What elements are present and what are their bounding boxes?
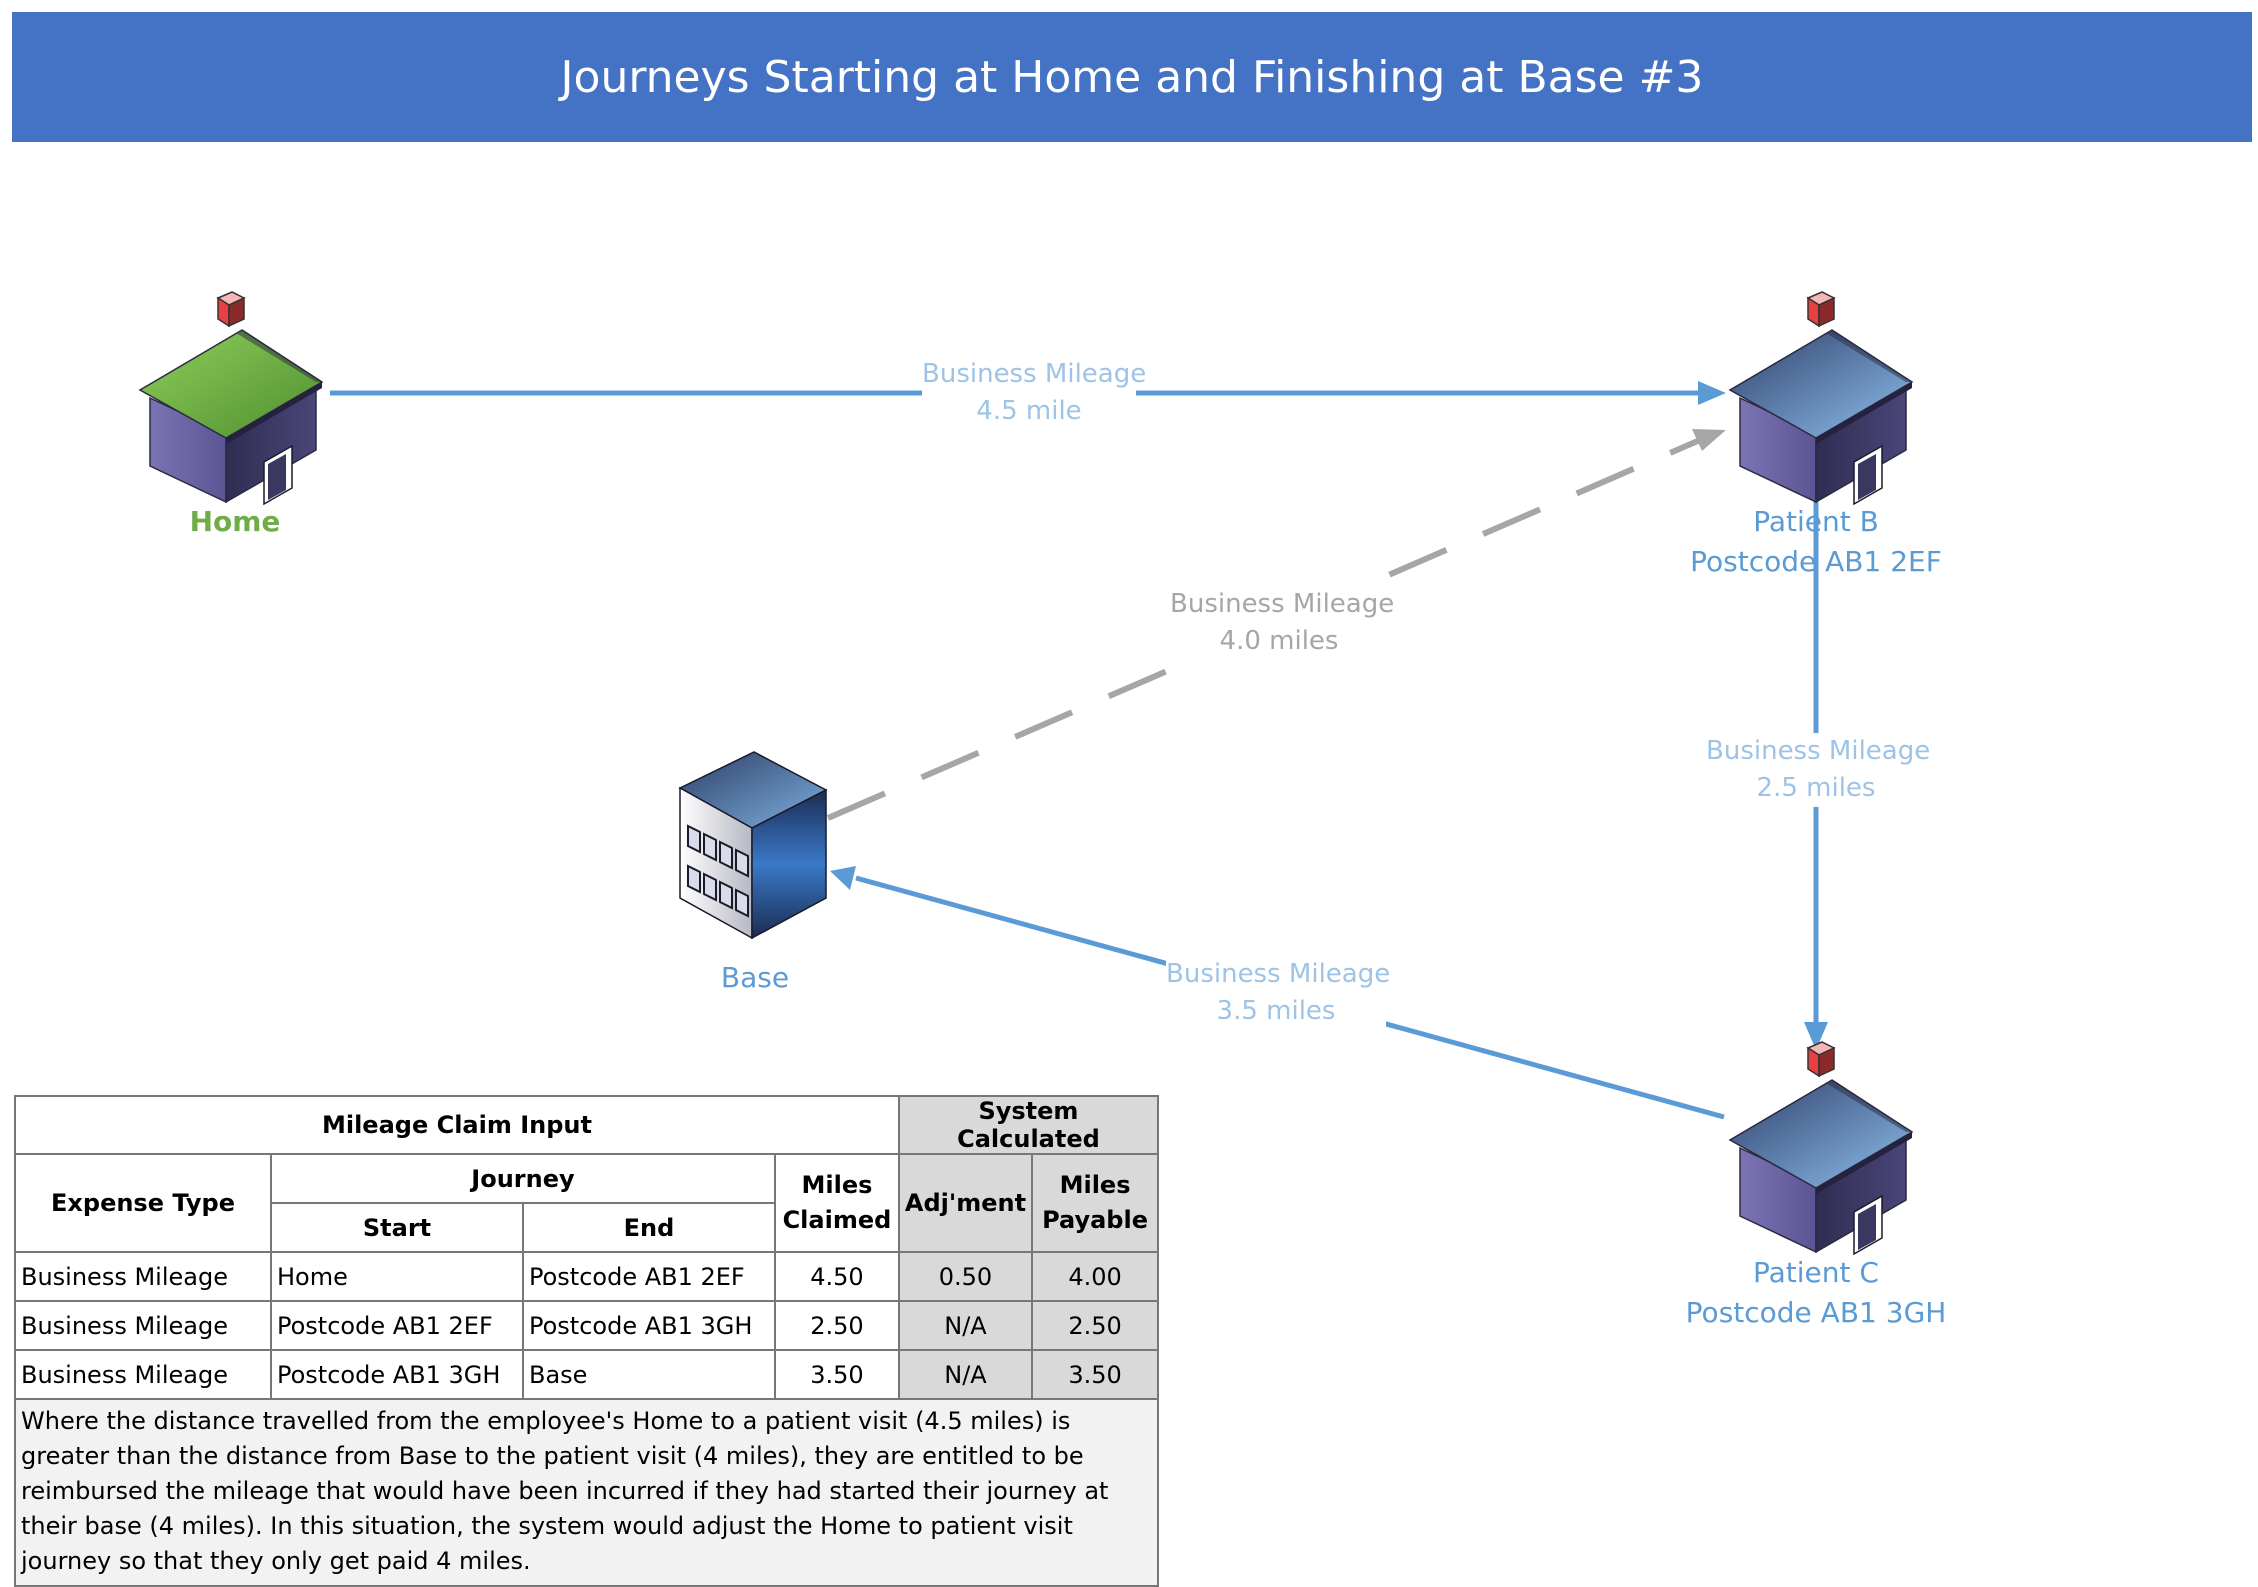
title-banner: Journeys Starting at Home and Finishing … <box>12 12 2252 142</box>
table-row: Business Mileage Postcode AB1 3GH Base 3… <box>14 1349 1159 1400</box>
group-header-input: Mileage Claim Input <box>14 1095 900 1155</box>
table-header-row-2: Start End <box>15 1202 1158 1253</box>
header-miles-payable-line2: Payable <box>1042 1206 1148 1234</box>
edge-label-home-to-b: Business Mileage 4.5 mile <box>922 356 1147 430</box>
cell-miles-claimed: 4.50 <box>773 1251 900 1302</box>
header-journey: Journey <box>270 1153 776 1204</box>
patient-c-house-icon <box>1729 1041 1913 1255</box>
edge-label-c-to-base-line2: 3.5 miles <box>1216 996 1336 1026</box>
edge-label-c-to-base-line1: Business Mileage <box>1166 959 1391 989</box>
patient-b-label: Patient B Postcode AB1 2EF <box>1666 502 1966 582</box>
patient-c-postcode: Postcode AB1 3GH <box>1685 1296 1947 1329</box>
base-label-text: Base <box>720 961 790 994</box>
cell-miles-payable: 2.50 <box>1031 1300 1159 1351</box>
cell-end: Postcode AB1 3GH <box>521 1300 776 1351</box>
edge-label-home-to-b-line1: Business Mileage <box>922 359 1147 389</box>
edge-label-home-to-b-line2: 4.5 mile <box>976 396 1082 426</box>
office-building-icon <box>678 751 828 940</box>
cell-start: Postcode AB1 3GH <box>270 1349 524 1400</box>
cell-adjment: N/A <box>897 1349 1034 1400</box>
base-label: Base <box>680 958 830 998</box>
cell-miles-claimed: 2.50 <box>773 1300 900 1351</box>
page-title: Journeys Starting at Home and Finishing … <box>560 51 1704 103</box>
cell-start: Postcode AB1 2EF <box>270 1300 524 1351</box>
header-miles-claimed-line1: Miles <box>801 1171 873 1199</box>
patient-b-name: Patient B <box>1753 505 1879 538</box>
table-note: Where the distance travelled from the em… <box>14 1398 1159 1587</box>
cell-adjment: 0.50 <box>897 1251 1034 1302</box>
cell-expense-type: Business Mileage <box>14 1300 272 1351</box>
cell-end: Base <box>521 1349 776 1400</box>
patient-b-house-icon <box>1729 291 1913 505</box>
cell-adjment: N/A <box>897 1300 1034 1351</box>
group-header-calc: System Calculated <box>897 1095 1160 1155</box>
header-miles-payable-line1: Miles <box>1059 1171 1131 1199</box>
arrowhead-b-to-c <box>1804 1022 1828 1050</box>
edge-label-base-to-b-line1: Business Mileage <box>1170 589 1395 619</box>
arrowhead-base-to-b <box>1692 429 1726 451</box>
header-miles-claimed-line2: Claimed <box>782 1206 892 1234</box>
edge-label-base-to-b: Business Mileage 4.0 miles <box>1170 586 1395 660</box>
header-miles-claimed: Miles Claimed <box>773 1153 900 1253</box>
home-label: Home <box>150 502 320 542</box>
header-start: Start <box>270 1202 524 1253</box>
home-house-icon <box>139 291 323 505</box>
cell-miles-payable: 4.00 <box>1031 1251 1159 1302</box>
header-miles-payable: Miles Payable <box>1031 1153 1159 1253</box>
arrowhead-home-to-b <box>1698 381 1726 405</box>
patient-c-label: Patient C Postcode AB1 3GH <box>1666 1253 1966 1333</box>
edge-label-b-to-c-line1: Business Mileage <box>1706 736 1931 766</box>
cell-start: Home <box>270 1251 524 1302</box>
cell-miles-payable: 3.50 <box>1031 1349 1159 1400</box>
edge-base-to-b <box>826 437 1702 821</box>
header-adjment: Adj'ment <box>897 1153 1034 1253</box>
header-expense-type: Expense Type <box>14 1153 272 1253</box>
cell-expense-type: Business Mileage <box>14 1349 272 1400</box>
table-note-row: Where the distance travelled from the em… <box>14 1398 1159 1587</box>
patient-b-postcode: Postcode AB1 2EF <box>1690 545 1942 578</box>
cell-miles-claimed: 3.50 <box>773 1349 900 1400</box>
edge-label-b-to-c: Business Mileage 2.5 miles <box>1706 733 1931 807</box>
table-row: Business Mileage Postcode AB1 2EF Postco… <box>14 1300 1159 1351</box>
edge-label-base-to-b-line2: 4.0 miles <box>1219 626 1339 656</box>
home-label-text: Home <box>189 505 281 538</box>
table-header-row-1: Expense Type Journey Miles Claimed Adj'm… <box>14 1153 1159 1253</box>
table-group-header-row: Mileage Claim Input System Calculated <box>14 1095 1160 1155</box>
edge-label-c-to-base: Business Mileage 3.5 miles <box>1166 956 1391 1030</box>
table-row: Business Mileage Home Postcode AB1 2EF 4… <box>14 1251 1159 1302</box>
edge-label-b-to-c-line2: 2.5 miles <box>1756 773 1876 803</box>
arrowhead-c-to-base <box>830 866 856 890</box>
header-end: End <box>521 1202 776 1253</box>
mileage-claim-table: Mileage Claim Input System Calculated Ex… <box>14 1095 1160 1587</box>
cell-end: Postcode AB1 2EF <box>521 1251 776 1302</box>
cell-expense-type: Business Mileage <box>14 1251 272 1302</box>
patient-c-name: Patient C <box>1753 1256 1879 1289</box>
